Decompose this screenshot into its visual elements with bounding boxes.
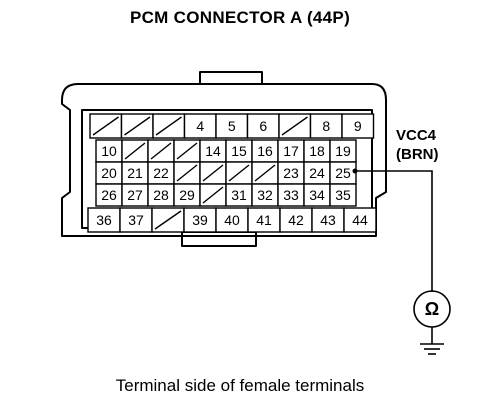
- terminal-number: 23: [283, 165, 299, 181]
- terminal-number: 44: [352, 212, 368, 228]
- terminal-number: 27: [127, 187, 143, 203]
- terminal-8: 8: [309, 113, 343, 139]
- terminal-number: 18: [309, 143, 325, 159]
- terminal-number: 28: [153, 187, 169, 203]
- terminal-cells: 4 5 6 8 9 10 14 15 16 17 18 19 20 21 22 23 24 25 26 27 28 29 3…: [87, 113, 377, 233]
- terminal-number: 10: [101, 143, 117, 159]
- diagram-caption: Terminal side of female terminals: [115, 376, 365, 395]
- terminal-4: 4: [183, 113, 217, 139]
- terminal-number: 24: [309, 165, 325, 181]
- terminal-number: 8: [322, 118, 330, 134]
- terminal-19: 19: [329, 139, 357, 163]
- terminal-16: 16: [251, 139, 279, 163]
- terminal-27: 27: [121, 183, 149, 207]
- terminal-number: 40: [224, 212, 240, 228]
- terminal-unused: [89, 113, 123, 139]
- terminal-unused: [278, 113, 312, 139]
- terminal-number: 39: [192, 212, 208, 228]
- terminal-17: 17: [277, 139, 305, 163]
- terminal-number: 17: [283, 143, 299, 159]
- terminal-26: 26: [95, 183, 123, 207]
- terminal-number: 6: [259, 118, 267, 134]
- terminal-number: 21: [127, 165, 143, 181]
- terminal-41: 41: [247, 207, 281, 233]
- terminal-20: 20: [95, 161, 123, 185]
- terminal-14: 14: [199, 139, 227, 163]
- terminal-number: 43: [320, 212, 336, 228]
- terminal-31: 31: [225, 183, 253, 207]
- terminal-18: 18: [303, 139, 331, 163]
- terminal-25: 25: [329, 161, 357, 185]
- terminal-unused: [225, 161, 253, 185]
- terminal-number: 16: [257, 143, 273, 159]
- terminal-unused: [199, 183, 227, 207]
- terminal-number: 42: [288, 212, 304, 228]
- terminal-number: 25: [335, 165, 351, 181]
- terminal-unused: [199, 161, 227, 185]
- terminal-number: 4: [196, 118, 204, 134]
- terminal-unused: [121, 139, 149, 163]
- terminal-unused: [173, 161, 201, 185]
- terminal-29: 29: [173, 183, 201, 207]
- terminal-24: 24: [303, 161, 331, 185]
- terminal-42: 42: [279, 207, 313, 233]
- terminal-number: 41: [256, 212, 272, 228]
- terminal-number: 29: [179, 187, 195, 203]
- terminal-unused: [120, 113, 154, 139]
- wire-color-label: (BRN): [396, 146, 439, 163]
- terminal-number: 31: [231, 187, 247, 203]
- terminal-number: 26: [101, 187, 117, 203]
- terminal-36: 36: [87, 207, 121, 233]
- probe-circuit: [352, 168, 451, 355]
- terminal-number: 15: [231, 143, 247, 159]
- terminal-43: 43: [311, 207, 345, 233]
- terminal-40: 40: [215, 207, 249, 233]
- terminal-number: 35: [335, 187, 351, 203]
- terminal-number: 14: [205, 143, 221, 159]
- terminal-6: 6: [246, 113, 280, 139]
- terminal-number: 32: [257, 187, 273, 203]
- terminal-23: 23: [277, 161, 305, 185]
- ground-icon: [420, 343, 444, 355]
- terminal-35: 35: [329, 183, 357, 207]
- ohm-symbol: Ω: [425, 299, 439, 319]
- terminal-number: 9: [354, 118, 362, 134]
- diagram-title: PCM CONNECTOR A (44P): [129, 8, 351, 27]
- terminal-32: 32: [251, 183, 279, 207]
- terminal-21: 21: [121, 161, 149, 185]
- terminal-number: 20: [101, 165, 117, 181]
- terminal-10: 10: [95, 139, 123, 163]
- signal-name-label: VCC4: [396, 127, 437, 144]
- terminal-22: 22: [147, 161, 175, 185]
- terminal-number: 5: [228, 118, 236, 134]
- terminal-15: 15: [225, 139, 253, 163]
- terminal-unused: [173, 139, 201, 163]
- terminal-44: 44: [343, 207, 377, 233]
- terminal-33: 33: [277, 183, 305, 207]
- probe-wire: [355, 170, 433, 292]
- terminal-9: 9: [341, 113, 375, 139]
- terminal-37: 37: [119, 207, 153, 233]
- terminal-unused: [152, 113, 186, 139]
- terminal-unused: [251, 161, 279, 185]
- terminal-number: 22: [153, 165, 169, 181]
- terminal-unused: [151, 207, 185, 233]
- terminal-number: 37: [128, 212, 144, 228]
- terminal-39: 39: [183, 207, 217, 233]
- terminal-34: 34: [303, 183, 331, 207]
- terminal-28: 28: [147, 183, 175, 207]
- terminal-number: 36: [96, 212, 112, 228]
- terminal-number: 34: [309, 187, 325, 203]
- terminal-unused: [147, 139, 175, 163]
- terminal-number: 33: [283, 187, 299, 203]
- terminal-number: 19: [335, 143, 351, 159]
- probe-point: [352, 168, 358, 174]
- terminal-5: 5: [215, 113, 249, 139]
